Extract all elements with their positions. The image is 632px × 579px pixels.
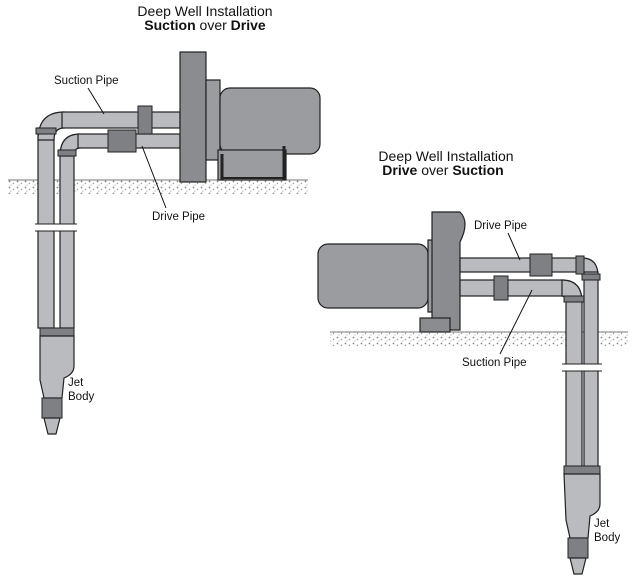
- left-suction-leader: [87, 87, 105, 115]
- left-jet-strainer: [41, 397, 63, 419]
- left-title-line2: Suction over Drive: [144, 17, 266, 33]
- right-jet-label: Jet: [594, 518, 610, 530]
- left-drive-union: [107, 129, 137, 153]
- left-body-label: Body: [68, 391, 94, 403]
- left-title-over: over: [196, 17, 231, 33]
- right-drive-vertical-coupling: [581, 273, 601, 281]
- left-pump-housing: [179, 51, 207, 183]
- right-suction-pipe-label: Suction Pipe: [462, 357, 527, 369]
- left-suction-coupling: [35, 127, 57, 135]
- left-suction-elbow: [37, 111, 65, 141]
- left-pipe-break: [35, 224, 77, 231]
- left-drive-vertical-pipe: [59, 149, 75, 329]
- right-body-label: Body: [594, 532, 620, 544]
- right-installation: Deep Well Installation Drive over Suctio…: [317, 148, 628, 575]
- right-drive-horizontal-pipe: [459, 257, 585, 273]
- left-suction-horizontal-pipe: [61, 111, 181, 129]
- right-pump-foot: [419, 317, 451, 333]
- right-foot-valve: [569, 557, 587, 575]
- right-ground: [330, 332, 628, 346]
- left-suction-pipe-label: Suction Pipe: [54, 75, 119, 87]
- left-jet-coupling: [39, 327, 75, 337]
- left-motor: [219, 87, 321, 155]
- right-title-over: over: [417, 162, 452, 178]
- right-suction-horizontal-pipe: [459, 279, 565, 297]
- right-drive-leader: [507, 232, 521, 261]
- left-drive-coupling: [57, 149, 77, 157]
- left-foot-valve: [43, 417, 61, 435]
- right-suction-union: [493, 275, 509, 301]
- right-drive-union: [529, 253, 553, 277]
- right-pipe-break: [562, 364, 602, 371]
- left-title-suction: Suction: [144, 17, 195, 33]
- right-drive-pipe-label: Drive Pipe: [474, 220, 527, 232]
- right-title-drive: Drive: [382, 162, 417, 178]
- right-pump-housing: [431, 211, 466, 331]
- right-title-suction: Suction: [452, 162, 503, 178]
- left-pump-flange: [205, 79, 221, 161]
- left-jet-label: Jet: [68, 377, 84, 389]
- left-suction-union: [137, 105, 153, 135]
- right-suction-leader: [499, 289, 533, 355]
- right-jet-strainer: [567, 537, 589, 559]
- left-motor-base: [217, 149, 287, 181]
- left-title-drive: Drive: [231, 17, 266, 33]
- left-installation: Deep Well Installation Suction over Driv…: [8, 3, 321, 435]
- left-drive-pipe-label: Drive Pipe: [152, 211, 205, 223]
- right-jet-coupling: [563, 465, 601, 475]
- right-motor: [317, 243, 429, 309]
- left-drive-leader: [141, 145, 167, 209]
- left-title-line1: Deep Well Installation: [137, 3, 272, 19]
- right-suction-coupling: [563, 295, 585, 303]
- right-title-line1: Deep Well Installation: [378, 148, 513, 164]
- right-suction-vertical-pipe: [565, 299, 583, 469]
- right-drive-coupling: [575, 255, 585, 275]
- right-title-line2: Drive over Suction: [382, 162, 503, 178]
